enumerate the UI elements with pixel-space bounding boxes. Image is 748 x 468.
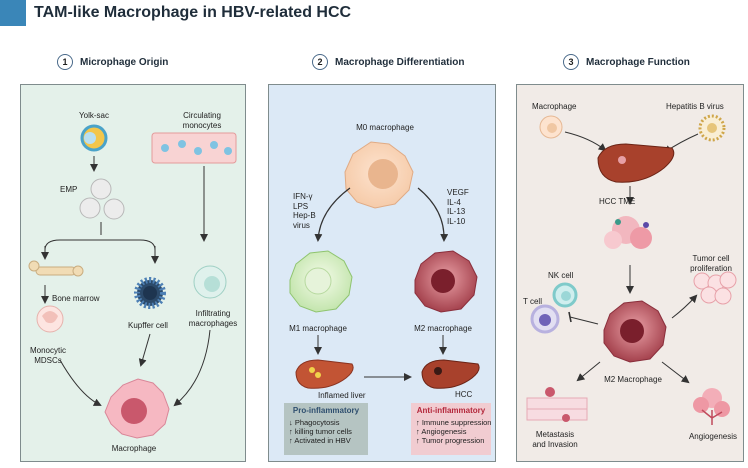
m2-macrophage-icon: [414, 250, 478, 313]
infiltrating-macrophages-label: Infiltrating macrophages: [188, 309, 238, 328]
circulating-monocytes-label: Circulating monocytes: [182, 111, 222, 130]
macrophage-small-label: Macrophage: [532, 102, 577, 111]
pro-inflammatory-box: Pro-inflammatory ↓ Phagocytosis ↑ killin…: [284, 403, 368, 455]
m2-stimuli-label: VEGF IL-4 IL-13 IL-10: [447, 188, 469, 226]
t-cell-label: T cell: [523, 297, 542, 306]
infiltrating-macrophage-icon: [193, 265, 227, 299]
section-label: Macrophage Function: [586, 56, 690, 68]
emp-label: EMP: [60, 185, 78, 194]
page-title: TAM-like Macrophage in HBV-related HCC: [34, 4, 352, 21]
section-header-origin: 1 Microphage Origin: [57, 53, 168, 71]
kupffer-cell-icon: [134, 277, 166, 309]
hcc-liver-icon: [421, 359, 480, 389]
m1-macrophage-label: M1 macrophage: [289, 324, 347, 333]
section-number: 2: [312, 54, 328, 70]
hcc-tme-icon: [604, 216, 652, 249]
section-label: Macrophage Differentiation: [335, 56, 465, 68]
m1-macrophage-icon: [289, 250, 353, 313]
macrophage-small-icon: [539, 115, 563, 139]
anti-item: ↑ Tumor progression: [416, 436, 485, 445]
section-header-differentiation: 2 Macrophage Differentiation: [312, 53, 464, 71]
anti-inflammatory-box: Anti-inflammatory ↑ Immune suppression ↑…: [411, 403, 491, 455]
section-header-function: 3 Macrophage Function: [563, 53, 690, 71]
inflamed-liver-icon: [295, 359, 354, 389]
kupffer-cell-label: Kupffer cell: [128, 321, 168, 330]
section-label: Microphage Origin: [80, 56, 169, 68]
section-number: 1: [57, 54, 73, 70]
hcc-label: HCC: [455, 390, 473, 399]
macrophage-label: Macrophage: [111, 444, 157, 453]
bone-marrow-label: Bone marrow: [52, 294, 100, 303]
metastasis-label: Metastasis and Invasion: [532, 430, 578, 449]
angiogenesis-label: Angiogenesis: [688, 432, 738, 441]
m0-macrophage-icon: [344, 141, 414, 209]
pro-item: ↑ Activated in HBV: [289, 436, 351, 445]
m2-macrophage-large-icon: [603, 300, 667, 363]
metastasis-icon: [526, 387, 588, 422]
blood-vessel-icon: [151, 132, 237, 164]
m1-stimuli-label: IFN-γ LPS Hep-B virus: [293, 192, 316, 230]
hcc-tme-label: HCC TME: [599, 197, 636, 206]
nk-cell-label: NK cell: [548, 271, 574, 280]
liver-icon: [597, 143, 675, 183]
monocytic-mdsc-label: Monocytic MDSCs: [29, 346, 66, 365]
hepatitis-b-virus-icon: [698, 114, 726, 142]
inflamed-liver-label: Inflamed liver: [318, 391, 366, 400]
pro-item: ↓ Phagocytosis: [289, 418, 340, 427]
section-number: 3: [563, 54, 579, 70]
anti-item: ↑ Angiogenesis: [416, 427, 467, 436]
angiogenesis-icon: [693, 388, 730, 425]
pro-inflammatory-title: Pro-inflammatory: [292, 406, 360, 415]
monocytic-mdsc-icon: [36, 305, 64, 333]
nk-cell-icon: [552, 282, 578, 308]
header-accent-square: [0, 0, 26, 26]
m2-macrophage-label: M2 macrophage: [414, 324, 472, 333]
yolk-sac-label: Yolk-sac: [79, 111, 109, 120]
macrophage-icon: [104, 378, 170, 439]
tumor-proliferation-label: Tumor cell proliferation: [690, 254, 732, 273]
anti-inflammatory-title: Anti-inflammatory: [416, 406, 486, 415]
anti-item: ↑ Immune suppression: [416, 418, 492, 427]
m2-macrophage-function-label: M2 Macrophage: [604, 375, 662, 384]
pro-item: ↑ killing tumor cells: [289, 427, 352, 436]
hepatitis-b-virus-label: Hepatitis B virus: [666, 102, 724, 111]
tumor-proliferation-icon: [693, 271, 737, 305]
m0-macrophage-label: M0 macrophage: [356, 123, 414, 132]
bone-marrow-icon: [28, 260, 84, 277]
t-cell-icon: [530, 304, 560, 334]
emp-cells-icon: [79, 178, 125, 220]
yolk-sac-icon: [80, 124, 108, 152]
